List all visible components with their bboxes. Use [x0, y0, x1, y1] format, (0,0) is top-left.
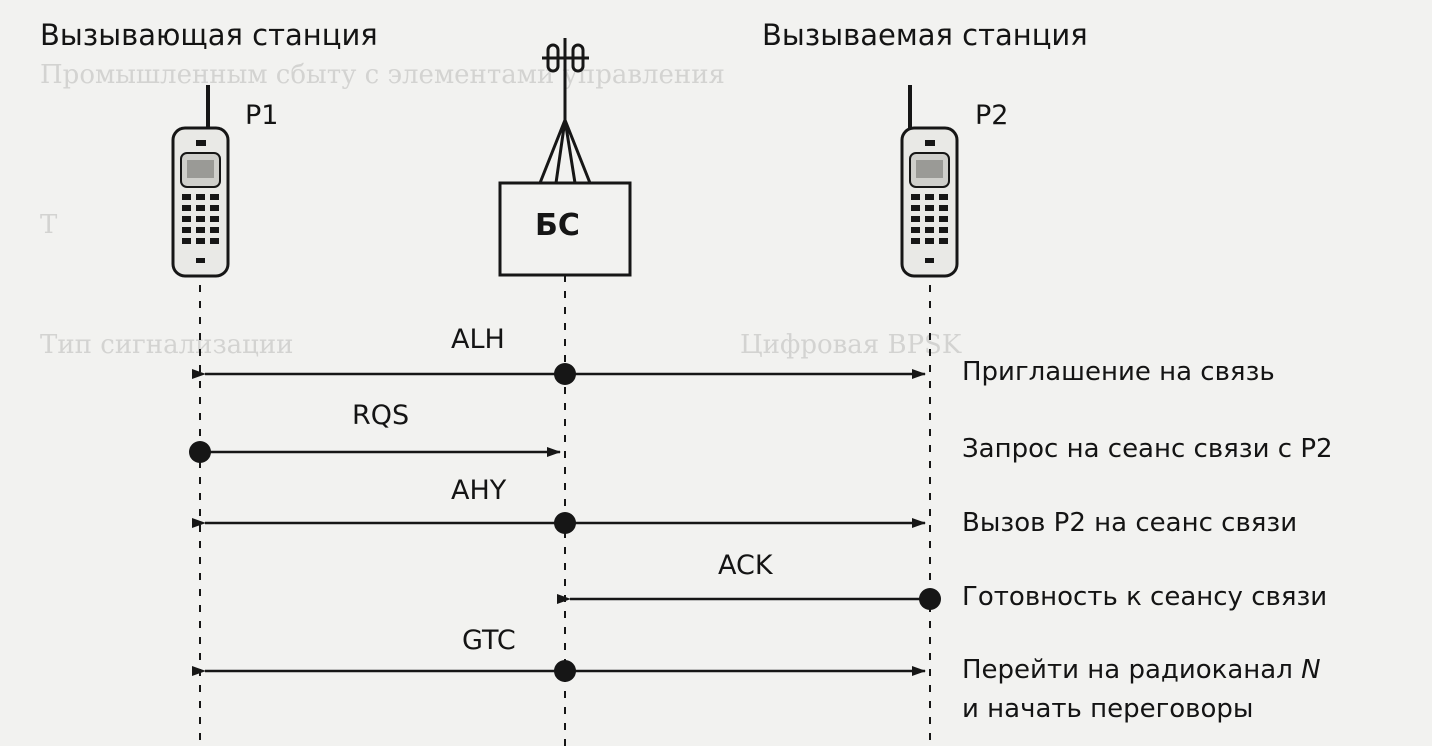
message-rqs-arrow [189, 441, 561, 463]
message-alh-arrow [192, 363, 926, 385]
message-desc-gtc-line1: Перейти на радиоканал N [962, 655, 1321, 685]
message-gtc-arrow [192, 660, 926, 682]
callee-station-title: Вызываемая станция [762, 18, 1088, 52]
base-station-box [498, 181, 632, 277]
message-desc-ahy: Вызов P2 на сеанс связи [962, 508, 1298, 538]
base-station-label: БС [535, 208, 580, 243]
caller-station-title: Вызывающая станция [40, 18, 378, 52]
message-ahy-arrow [192, 512, 926, 534]
p2-phone-icon [900, 85, 959, 278]
p1-label: P1 [245, 100, 279, 131]
message-desc-gtc-line2: и начать переговоры [962, 694, 1254, 724]
message-code-alh: ALH [451, 324, 505, 355]
message-code-ack: ACK [718, 550, 773, 581]
message-ack-arrow [557, 588, 941, 610]
message-desc-alh: Приглашение на связь [962, 357, 1275, 387]
message-code-gtc: GTC [462, 625, 516, 656]
base-station-antenna-icon [538, 38, 592, 184]
message-code-ahy: AHY [451, 475, 507, 506]
message-desc-rqs: Запрос на сеанс связи с P2 [962, 434, 1333, 464]
p1-phone-icon [171, 85, 230, 278]
message-desc-ack: Готовность к сеансу связи [962, 582, 1328, 612]
p2-label: P2 [975, 100, 1009, 131]
message-code-rqs: RQS [352, 400, 410, 431]
